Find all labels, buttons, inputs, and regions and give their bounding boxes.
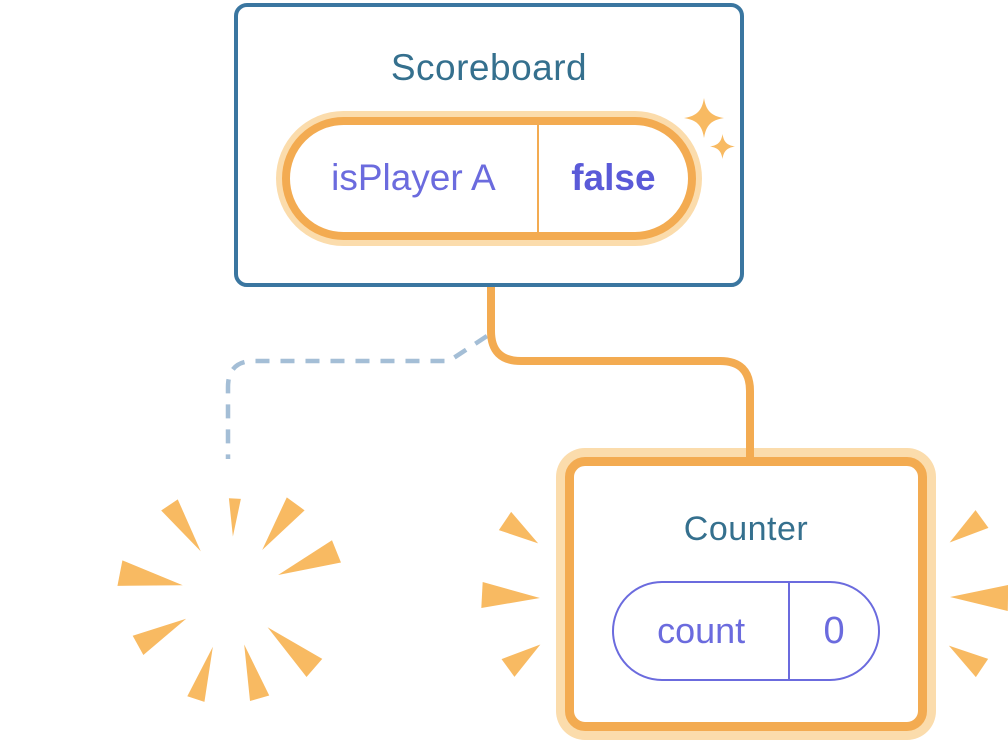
state-value-label: 0 xyxy=(823,609,845,652)
state-value-label: false xyxy=(571,157,656,199)
solid-connector-new xyxy=(487,287,754,461)
burst-rays-left-icon xyxy=(481,511,541,677)
counter-state-pill: count 0 xyxy=(612,581,880,682)
counter-component-card: Counter count 0 xyxy=(565,457,927,731)
sparkles-icon xyxy=(684,98,724,138)
counter-title: Counter xyxy=(683,510,809,548)
state-key-label: count xyxy=(614,583,791,680)
destroyed-component-card xyxy=(89,455,366,732)
sparkle-small-icon xyxy=(710,134,735,159)
dashed-connector-removed xyxy=(225,334,489,459)
burst-rays-right-icon xyxy=(948,510,1008,678)
scoreboard-component-card: Scoreboard isPlayer A false xyxy=(234,3,744,287)
poof-burst-icon xyxy=(117,497,341,702)
scoreboard-title: Scoreboard xyxy=(390,47,588,88)
state-key-label: isPlayer A xyxy=(290,124,539,232)
scoreboard-state-pill: isPlayer A false xyxy=(282,116,696,240)
